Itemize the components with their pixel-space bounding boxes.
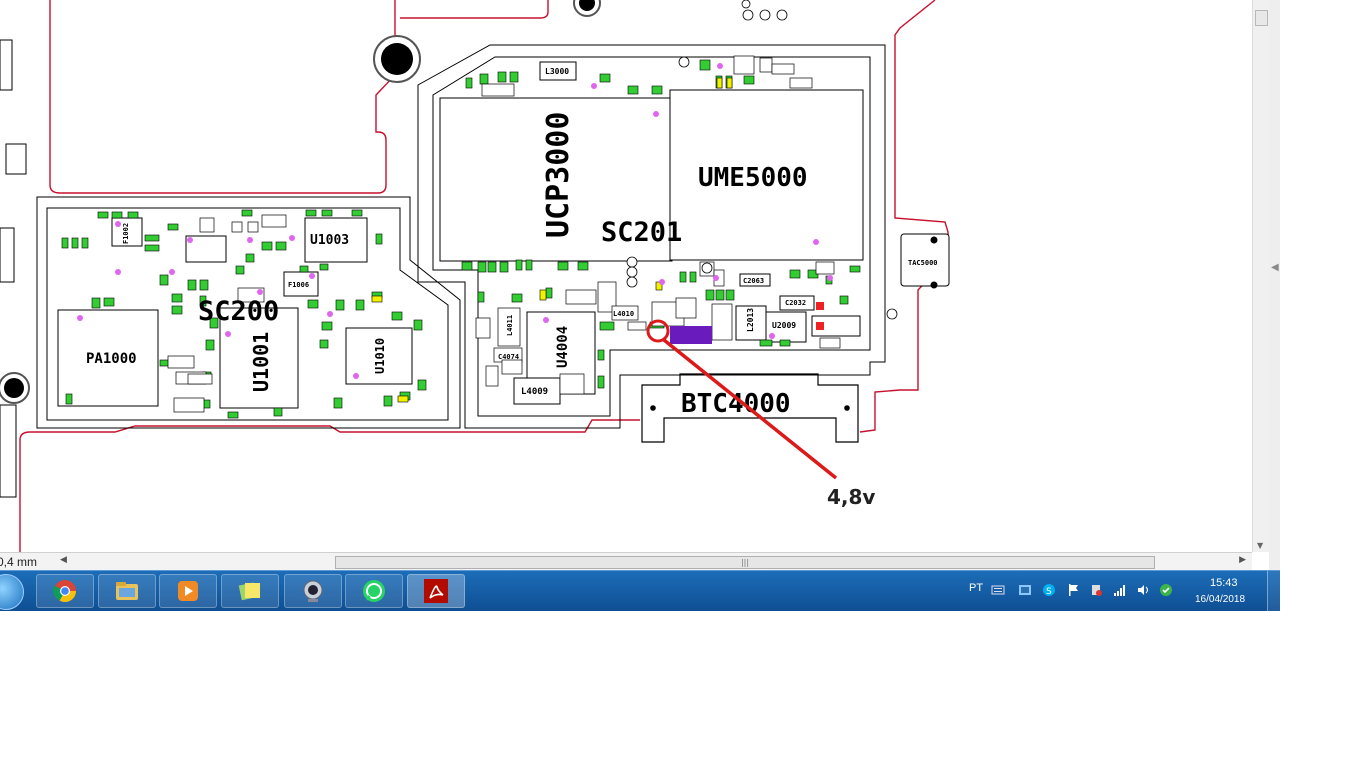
show-desktop-button[interactable]	[1267, 571, 1280, 611]
taskbar-acrobat-button[interactable]	[407, 574, 465, 608]
marker-dots	[77, 63, 833, 379]
horizontal-scrollbar[interactable]: ◀ ||| ▶	[60, 555, 1250, 569]
action-center-flag-icon[interactable]	[1066, 583, 1080, 597]
keyboard-icon[interactable]	[991, 583, 1005, 597]
taskbar-whatsapp-button[interactable]	[345, 574, 403, 608]
status-bar: 0,4 mm ◀ ||| ▶	[0, 552, 1252, 570]
l4010-label: L4010	[613, 310, 634, 318]
chrome-icon	[53, 580, 76, 602]
yellow-pads	[371, 77, 733, 403]
left-edge-parts	[0, 39, 27, 498]
expand-pane-arrow-icon[interactable]: ◀	[1271, 262, 1279, 273]
media-player-icon	[178, 581, 198, 601]
start-button-icon[interactable]	[0, 574, 24, 610]
l4011-label: L4011	[506, 315, 514, 336]
acrobat-reader-icon	[424, 579, 448, 603]
tac5000-label: TAC5000	[908, 259, 938, 267]
clock-time[interactable]: 15:43	[1210, 577, 1238, 589]
signal-bars-icon[interactable]	[1113, 583, 1127, 597]
side-pane-gutter	[1269, 0, 1280, 570]
voltage-annotation	[646, 319, 838, 480]
u1003-label: U1003	[310, 233, 349, 248]
test-points	[626, 0, 898, 320]
ucp3000-label: UCP3000	[541, 112, 576, 238]
measurement-readout: 0,4 mm	[0, 555, 38, 569]
file-explorer-icon	[116, 582, 138, 600]
highlight-parts	[670, 302, 824, 344]
whatsapp-icon	[363, 580, 385, 602]
mount-hole-left	[0, 372, 30, 404]
tac5000-jack	[900, 233, 950, 289]
system-tray: PT S 15:43 16/04/2018	[962, 571, 1280, 611]
scroll-down-arrow-icon[interactable]: ▼	[1257, 541, 1264, 550]
taskbar-media-button[interactable]	[159, 574, 217, 608]
network-drive-icon[interactable]	[1018, 583, 1032, 597]
c2063-label: C2063	[743, 277, 764, 285]
scroll-right-arrow-icon[interactable]: ▶	[1239, 555, 1246, 565]
taskbar-explorer-button[interactable]	[98, 574, 156, 608]
u2009-label: U2009	[772, 321, 796, 330]
clock-date[interactable]: 16/04/2018	[1195, 594, 1246, 605]
safely-remove-hardware-icon[interactable]	[1089, 583, 1103, 597]
taskbar: PT S 15:43 16/04/2018	[0, 570, 1280, 611]
input-language[interactable]: PT	[969, 582, 984, 594]
volume-icon[interactable]	[1136, 583, 1150, 597]
u1001-label: U1001	[249, 332, 273, 392]
svg-text:S: S	[1046, 587, 1052, 597]
u1010-label: U1010	[373, 338, 387, 374]
btc4000-label: BTC4000	[681, 389, 791, 419]
l4009-label: L4009	[521, 387, 548, 397]
vertical-scrollbar[interactable]: ▼	[1252, 0, 1269, 552]
f1002-label: F1002	[122, 223, 130, 244]
horizontal-scroll-thumb[interactable]: |||	[335, 556, 1155, 569]
u4004-label: U4004	[555, 326, 571, 368]
sync-check-icon[interactable]	[1159, 583, 1173, 597]
l3000-label: L3000	[545, 67, 569, 76]
c4074-label: C4074	[498, 353, 519, 361]
small-parts	[167, 55, 841, 413]
voltage-label: 4,8v	[827, 485, 875, 509]
skype-icon[interactable]: S	[1042, 583, 1056, 597]
pcb-schematic: UCP3000 UME5000 SC201 SC200 U1001 U1003 …	[0, 0, 950, 552]
sticky-notes-icon	[238, 582, 260, 601]
mount-hole-top	[373, 0, 601, 83]
sc201-label: SC201	[601, 217, 682, 248]
btc4000-connector	[641, 373, 859, 443]
ume5000-label: UME5000	[698, 163, 808, 193]
c2032-label: C2032	[785, 299, 806, 307]
taskbar-notes-button[interactable]	[221, 574, 279, 608]
pa1000-label: PA1000	[86, 351, 137, 367]
scroll-left-arrow-icon[interactable]: ◀	[60, 555, 67, 565]
right-shield	[417, 44, 886, 429]
taskbar-chrome-button[interactable]	[36, 574, 94, 608]
l2013-label: L2013	[746, 308, 755, 332]
f1006-label: F1006	[288, 281, 309, 289]
taskbar-webcam-button[interactable]	[284, 574, 342, 608]
pdf-viewer-document-area[interactable]: UCP3000 UME5000 SC201 SC200 U1001 U1003 …	[0, 0, 1280, 570]
sc200-label: SC200	[198, 296, 279, 327]
webcam-icon	[303, 580, 323, 602]
left-shield	[36, 196, 461, 429]
vertical-scroll-thumb[interactable]	[1255, 10, 1268, 26]
